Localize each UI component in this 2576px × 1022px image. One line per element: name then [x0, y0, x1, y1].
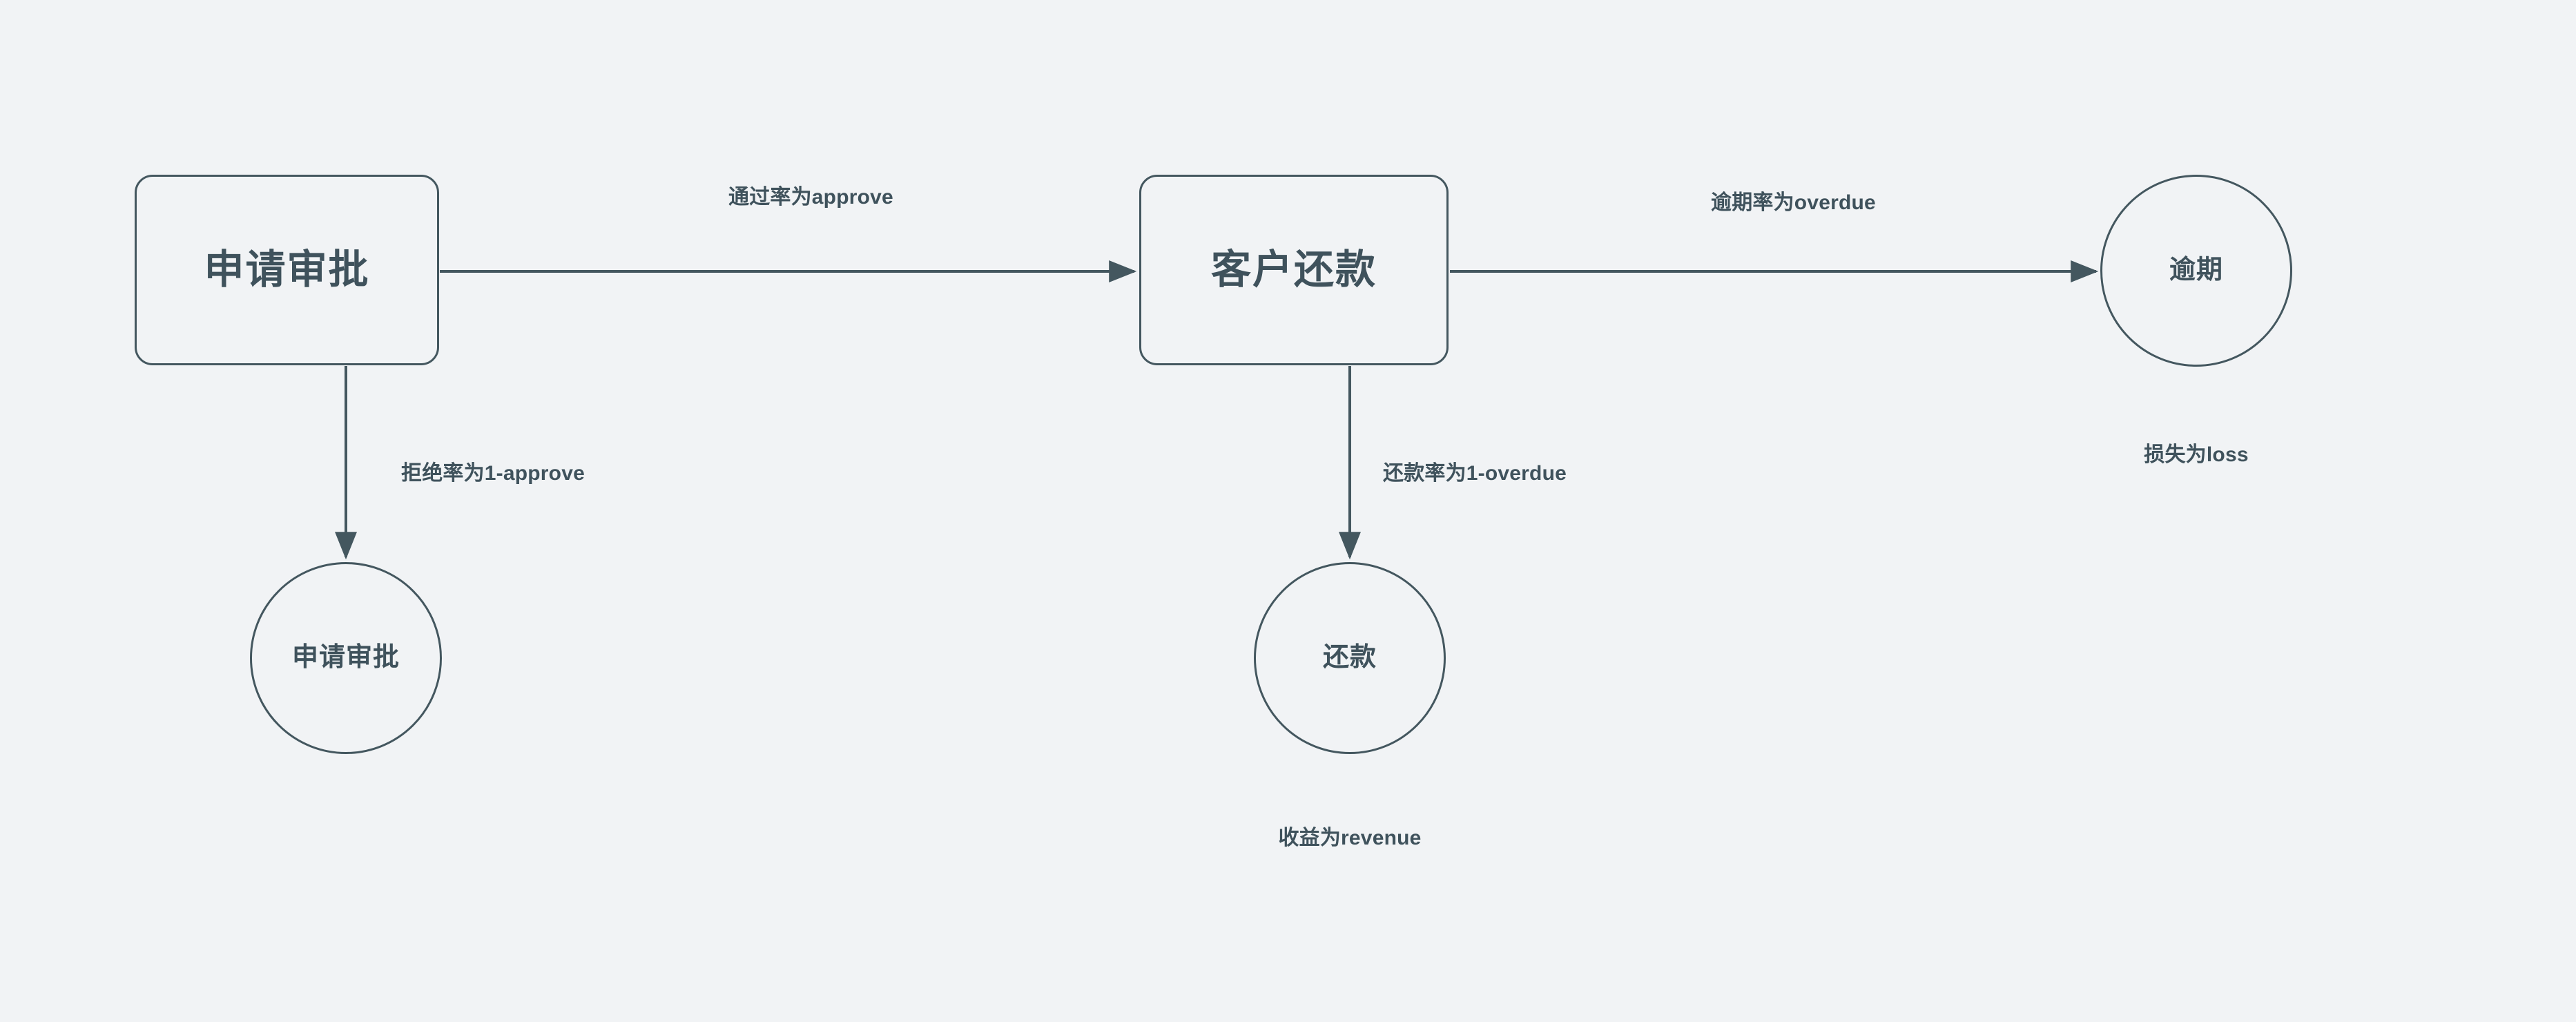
caption-repaid-revenue: 收益为revenue	[1278, 827, 1422, 849]
node-rejected[interactable]: 申请审批	[250, 562, 442, 754]
node-repaid[interactable]: 还款	[1254, 562, 1446, 754]
node-overdue[interactable]: 逾期	[2100, 175, 2292, 367]
edge-label-approve-rate: 通过率为approve	[728, 186, 893, 209]
edge-label-overdue-rate: 逾期率为overdue	[1711, 191, 1876, 214]
node-apply-approval[interactable]: 申请审批	[135, 175, 439, 365]
caption-overdue-loss: 损失为loss	[2144, 443, 2249, 466]
edge-label-repay-rate: 还款率为1-overdue	[1383, 462, 1567, 485]
node-customer-repayment[interactable]: 客户还款	[1139, 175, 1449, 365]
edge-label-reject-rate: 拒绝率为1-approve	[401, 462, 585, 485]
